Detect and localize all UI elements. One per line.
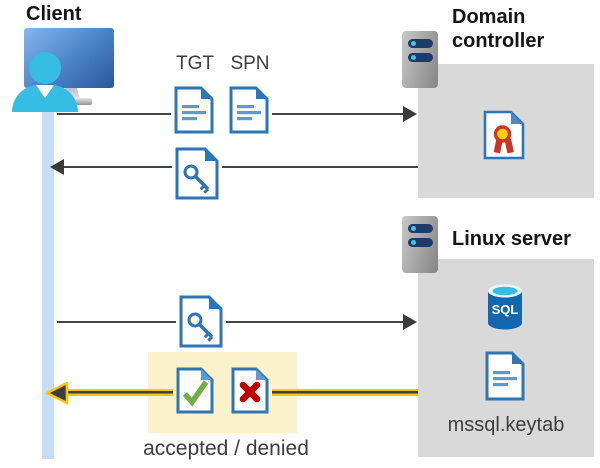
arrowhead-left-yellow-icon [44, 380, 70, 406]
server-icon [402, 216, 438, 273]
keytab-document-icon [485, 351, 525, 401]
server-drive-bar [407, 238, 433, 247]
check-document-icon [176, 367, 214, 414]
key-doc-group [176, 295, 226, 348]
sql-database-icon: SQL [486, 282, 524, 332]
keytab-label: mssql.keytab [447, 414, 565, 436]
domain-controller-title: Domain controller [452, 6, 545, 52]
arrow-client-to-linux [57, 321, 405, 323]
certificate-document-icon [483, 110, 525, 160]
arrow-dc-to-client [62, 166, 418, 168]
linux-server-title: Linux server [452, 228, 571, 250]
ticket-document-icon [229, 86, 269, 134]
server-icon [402, 31, 438, 88]
key-document-icon [175, 147, 219, 200]
tgt-label: TGT [176, 53, 214, 74]
arrowhead-left-icon [50, 159, 64, 175]
server-drive-bar [407, 224, 433, 233]
user-head [29, 52, 61, 84]
client-lifeline [42, 93, 54, 459]
cross-document-icon [231, 367, 269, 414]
client-title: Client [26, 3, 82, 25]
arrowhead-right-icon [403, 106, 417, 122]
arrowhead-right-icon [403, 314, 417, 330]
key-doc-group [172, 147, 222, 200]
spn-label: SPN [230, 53, 270, 74]
server-drive-bar [407, 53, 433, 62]
result-doc-group [173, 367, 272, 414]
user-collar [36, 85, 54, 98]
ticket-document-icon [174, 86, 214, 134]
monitor-user-icon [10, 28, 118, 112]
ticket-doc-group [171, 86, 272, 134]
key-document-icon [179, 295, 223, 348]
sql-text: SQL [492, 302, 519, 317]
result-label: accepted / denied [143, 437, 309, 460]
server-drive-bar [407, 39, 433, 48]
